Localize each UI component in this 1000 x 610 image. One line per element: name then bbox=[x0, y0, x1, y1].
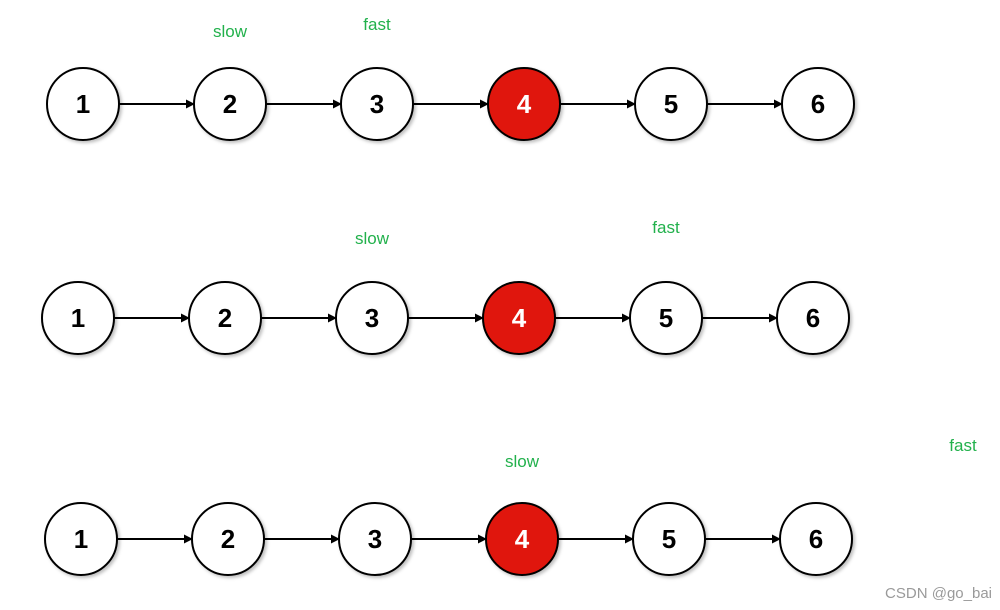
node-value: 6 bbox=[809, 524, 823, 554]
list-node: 3 bbox=[335, 281, 409, 355]
list-node: 5 bbox=[632, 502, 706, 576]
node-circle bbox=[781, 67, 855, 141]
list-node: 6 bbox=[776, 281, 850, 355]
list-node: 2 bbox=[188, 281, 262, 355]
list-node: 1 bbox=[46, 67, 120, 141]
node-value: 1 bbox=[76, 89, 90, 119]
list-node: 6 bbox=[781, 67, 855, 141]
node-value: 3 bbox=[368, 524, 382, 554]
list-node: 3 bbox=[340, 67, 414, 141]
node-value: 5 bbox=[659, 303, 673, 333]
list-row-2: 1 2 3 4 5 6 slow fast bbox=[41, 218, 850, 355]
list-node: 2 bbox=[193, 67, 267, 141]
node-value: 5 bbox=[662, 524, 676, 554]
node-value: 1 bbox=[74, 524, 88, 554]
pointer-label-slow: slow bbox=[355, 229, 390, 248]
node-value: 2 bbox=[218, 303, 232, 333]
pointer-label-fast: fast bbox=[363, 15, 391, 34]
node-circle bbox=[632, 502, 706, 576]
node-circle bbox=[188, 281, 262, 355]
list-node: 3 bbox=[338, 502, 412, 576]
node-circle bbox=[335, 281, 409, 355]
node-value: 2 bbox=[221, 524, 235, 554]
list-node: 1 bbox=[44, 502, 118, 576]
list-row-1: 1 2 3 4 5 6 slow fast bbox=[46, 15, 855, 141]
node-circle bbox=[482, 281, 556, 355]
node-circle bbox=[340, 67, 414, 141]
node-value: 3 bbox=[365, 303, 379, 333]
list-node-highlighted: 4 bbox=[482, 281, 556, 355]
node-circle bbox=[44, 502, 118, 576]
node-circle bbox=[487, 67, 561, 141]
pointer-label-slow: slow bbox=[505, 452, 540, 471]
node-value: 5 bbox=[664, 89, 678, 119]
list-node: 6 bbox=[779, 502, 853, 576]
node-value: 1 bbox=[71, 303, 85, 333]
node-value: 6 bbox=[811, 89, 825, 119]
node-circle bbox=[191, 502, 265, 576]
list-row-3: 1 2 3 4 5 6 slow fast bbox=[44, 436, 977, 576]
node-circle bbox=[634, 67, 708, 141]
node-value: 2 bbox=[223, 89, 237, 119]
node-circle bbox=[629, 281, 703, 355]
list-node: 5 bbox=[634, 67, 708, 141]
node-circle bbox=[485, 502, 559, 576]
pointer-label-fast: fast bbox=[652, 218, 680, 237]
pointer-label-slow: slow bbox=[213, 22, 248, 41]
node-circle bbox=[779, 502, 853, 576]
node-value: 3 bbox=[370, 89, 384, 119]
list-node-highlighted: 4 bbox=[487, 67, 561, 141]
node-circle bbox=[338, 502, 412, 576]
list-node-highlighted: 4 bbox=[485, 502, 559, 576]
list-node: 5 bbox=[629, 281, 703, 355]
node-circle bbox=[46, 67, 120, 141]
watermark: CSDN @go_bai bbox=[885, 585, 992, 602]
list-node: 2 bbox=[191, 502, 265, 576]
node-circle bbox=[193, 67, 267, 141]
list-node: 1 bbox=[41, 281, 115, 355]
pointer-label-fast: fast bbox=[949, 436, 977, 455]
node-circle bbox=[41, 281, 115, 355]
node-value: 4 bbox=[517, 89, 532, 119]
node-circle bbox=[776, 281, 850, 355]
node-value: 4 bbox=[515, 524, 530, 554]
node-value: 6 bbox=[806, 303, 820, 333]
node-value: 4 bbox=[512, 303, 527, 333]
